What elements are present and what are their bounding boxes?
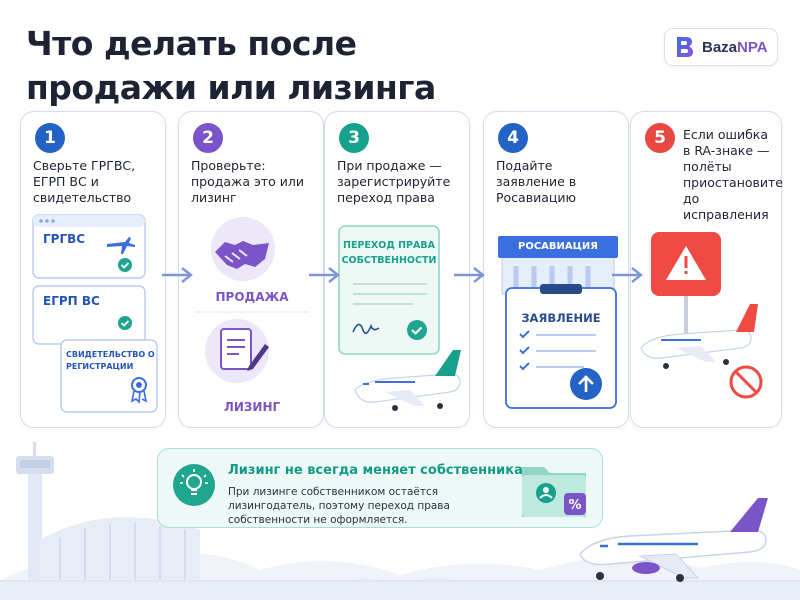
step-text-5: Если ошибка в RA-знаке — полёты приостан… bbox=[683, 127, 783, 222]
lightbulb-icon bbox=[173, 464, 215, 506]
airplane-illustration bbox=[579, 498, 768, 582]
rosaviatsiya-building-illustration bbox=[498, 236, 618, 409]
folder-icon: % bbox=[522, 467, 586, 517]
step-card-3: 3 При продаже — зарегистрируйте переход … bbox=[324, 111, 470, 428]
step-number-5: 5 bbox=[645, 123, 675, 153]
logo-text: BazaNPA bbox=[702, 38, 768, 56]
step-text-4: Подайте заявление в Росавиацию bbox=[496, 158, 577, 205]
step-number-2: 2 bbox=[193, 123, 223, 153]
step-card-1: 1 Сверьте ГРГВС, ЕГРП ВС и свидетельство… bbox=[20, 111, 166, 428]
step-text-3: При продаже — зарегистрируйте переход пр… bbox=[337, 158, 451, 205]
step-card-4: 4 Подайте заявление в Росавиацию РОСАВИА… bbox=[483, 111, 629, 428]
ownership-document-illustration bbox=[338, 225, 461, 411]
leasing-note: Лизинг не всегда меняет собственника При… bbox=[157, 448, 603, 528]
option-leasing: ЛИЗИНГ bbox=[223, 400, 281, 414]
page-title: Что делать после продажи или лизинга bbox=[26, 24, 436, 107]
documents-illustration bbox=[32, 214, 158, 413]
svg-text:%: % bbox=[568, 498, 581, 513]
arrow-2-3 bbox=[309, 267, 340, 283]
step-number-3: 3 bbox=[339, 123, 369, 153]
step-card-5: 5 Если ошибка в RA-знаке — полёты приост… bbox=[630, 111, 783, 428]
doc-label-grgvs: ГРГВС bbox=[43, 232, 86, 246]
application-label: ЗАЯВЛЕНИЕ bbox=[521, 311, 601, 325]
step-text-1: Сверьте ГРГВС, ЕГРП ВС и свидетельство bbox=[33, 158, 136, 205]
arrow-4-5 bbox=[612, 267, 643, 283]
building-label: РОСАВИАЦИЯ bbox=[518, 241, 598, 252]
brand-logo: BazaNPA bbox=[664, 28, 778, 66]
doc-label-egrp: ЕГРП ВС bbox=[43, 294, 100, 308]
option-sale: ПРОДАЖА bbox=[215, 290, 289, 304]
arrow-3-4 bbox=[454, 267, 485, 283]
doc-label-ownership-transfer: ПЕРЕХОД ПРАВА СОБСТВЕННОСТИ bbox=[341, 240, 437, 266]
sale-leasing-illustration bbox=[195, 217, 309, 383]
step-number-1: 1 bbox=[35, 123, 65, 153]
step-text-2: Проверьте: продажа это или лизинг bbox=[191, 158, 304, 205]
note-text: При лизинге собственником остаётся лизин… bbox=[228, 486, 450, 526]
suspend-flights-illustration bbox=[640, 232, 763, 399]
logo-icon bbox=[677, 37, 693, 57]
arrow-1-2 bbox=[162, 267, 193, 283]
note-title: Лизинг не всегда меняет собственника bbox=[228, 463, 523, 478]
step-number-4: 4 bbox=[498, 123, 528, 153]
doc-label-certificate: СВИДЕТЕЛЬСТВО О РЕГИСТРАЦИИ bbox=[66, 350, 155, 371]
step-card-2: 2 Проверьте: продажа это или лизинг ПРОД… bbox=[178, 111, 324, 428]
